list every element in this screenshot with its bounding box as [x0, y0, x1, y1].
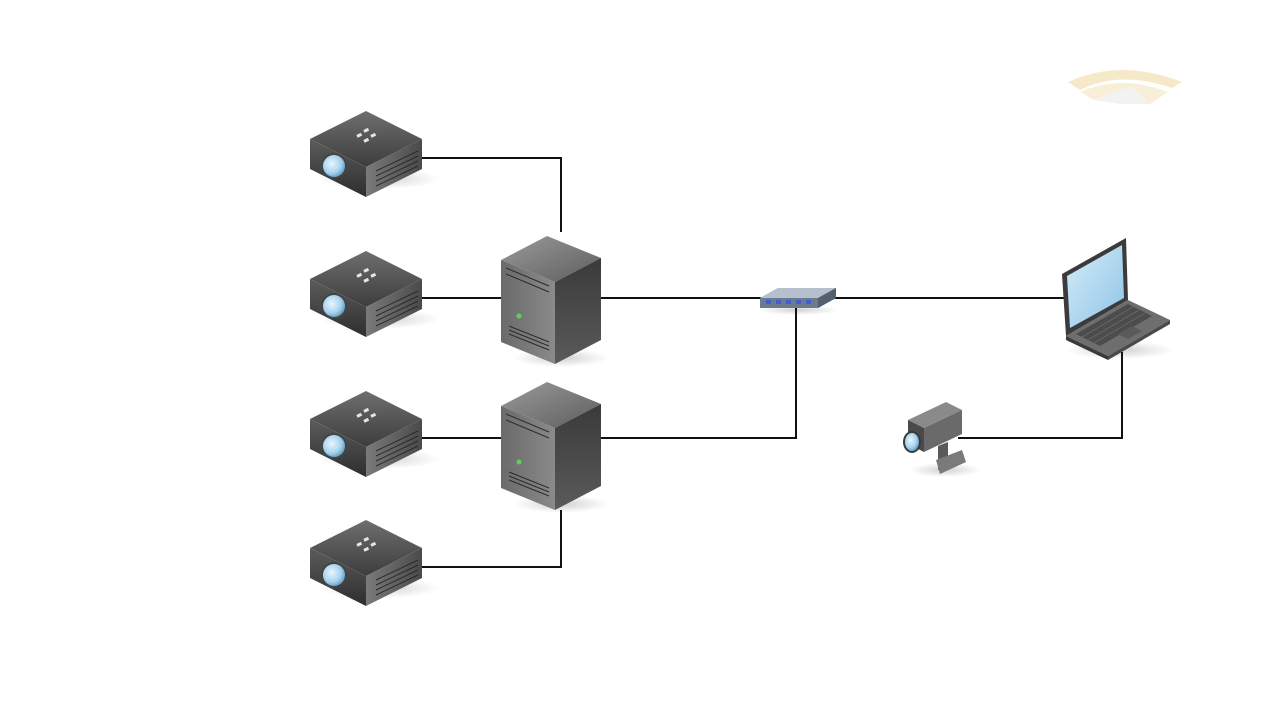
- watermark-logo-icon: [1068, 70, 1182, 104]
- projector-1-icon: [309, 110, 441, 198]
- link-camera-laptop: [958, 352, 1123, 439]
- link-server-2-switch: [600, 306, 797, 439]
- projector-3-icon: [309, 390, 441, 478]
- server-1-icon: [500, 235, 610, 368]
- link-projector-1-server-1: [420, 157, 562, 232]
- network-switch-icon: [758, 288, 838, 315]
- projector-2-icon: [309, 250, 441, 338]
- link-projector-4-server-2: [420, 510, 562, 568]
- connector-lines: [420, 157, 1123, 568]
- projector-4-icon: [309, 519, 441, 607]
- laptop-icon: [1062, 238, 1174, 360]
- server-2-icon: [500, 381, 610, 514]
- camera-icon: [903, 402, 981, 477]
